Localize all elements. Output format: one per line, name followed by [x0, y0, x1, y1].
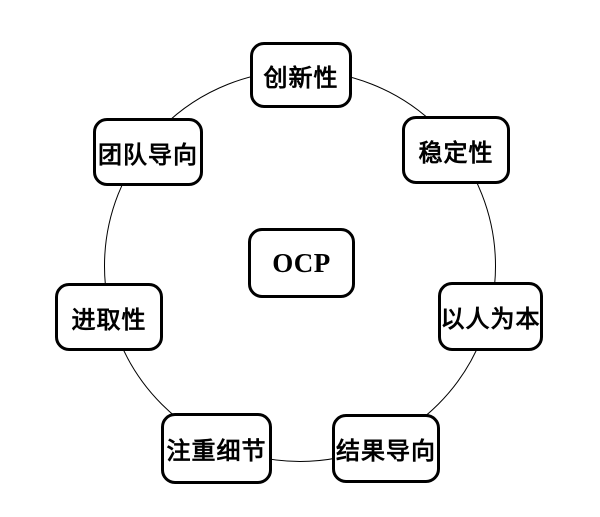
node-team-oriented-label: 团队导向 — [98, 142, 198, 169]
node-stability-label: 稳定性 — [418, 140, 494, 167]
node-aggressiveness: 进取性 — [55, 283, 163, 351]
node-aggressiveness-label: 进取性 — [71, 307, 147, 334]
node-team-oriented: 团队导向 — [93, 118, 203, 186]
node-ocp-center-label: OCP — [272, 247, 331, 278]
node-people-oriented: 以人为本 — [438, 282, 543, 351]
node-ocp-center: OCP — [248, 228, 355, 298]
node-innovation: 创新性 — [250, 42, 352, 108]
node-detail-oriented-label: 注重细节 — [166, 439, 267, 465]
node-innovation-label: 创新性 — [263, 65, 339, 92]
node-detail-oriented: 注重细节 — [161, 413, 272, 484]
node-result-oriented: 结果导向 — [332, 414, 440, 483]
node-stability: 稳定性 — [402, 116, 510, 184]
node-result-oriented-label: 结果导向 — [336, 439, 436, 465]
node-people-oriented-label: 以人为本 — [440, 307, 541, 333]
